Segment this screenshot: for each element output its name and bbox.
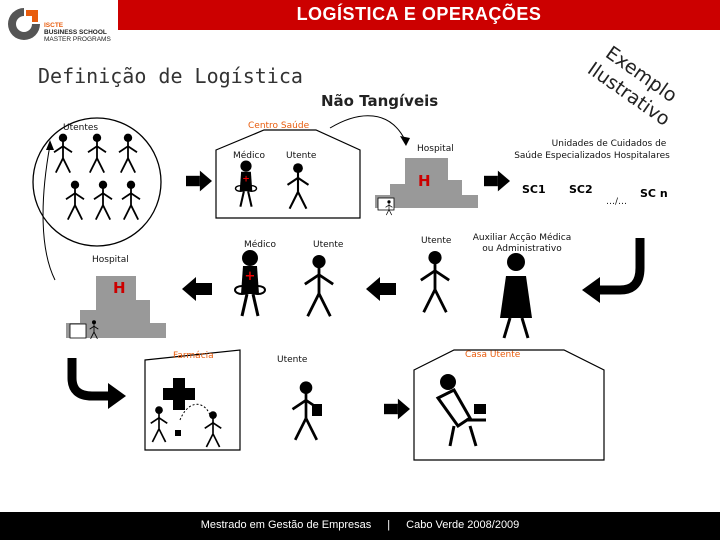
bent-arrow (67, 358, 108, 401)
hospital-building (375, 158, 478, 208)
hospital-h-sign: H (418, 172, 431, 190)
arrow-right-icon (384, 398, 410, 420)
patient-icon (93, 180, 113, 221)
footer-text: Mestrado em Gestão de Empresas | Cabo Verd… (0, 519, 720, 531)
patient-icon (87, 133, 107, 174)
logo-text: ISCTE BUSINESS SCHOOL MASTER PROGRAMS (44, 22, 111, 43)
arrow-left-icon (366, 277, 396, 301)
header-bar: LOGÍSTICA E OPERAÇÕES (118, 0, 720, 30)
auxiliary-staff-icon (500, 253, 532, 339)
patient-icon (286, 162, 310, 210)
label-patients: Utentes (63, 123, 99, 133)
label-sc-ellipsis: …/… (606, 197, 628, 207)
doctor-icon (234, 160, 258, 208)
label-auxiliary-2: ou Administrativo (482, 244, 562, 254)
patient-icon (303, 254, 335, 318)
label-patient: Utente (421, 236, 452, 246)
label-doctor: Médico (233, 151, 265, 161)
label-patient: Utente (277, 355, 308, 365)
footer-edition: Cabo Verde 2008/2009 (406, 519, 520, 531)
patient-icon (65, 180, 85, 221)
loop-arrow-left (42, 144, 56, 281)
footer-program: Mestrado em Gestão de Empresas (200, 519, 372, 531)
label-sc1: SC1 (522, 183, 546, 196)
arrow-left-icon (182, 277, 212, 301)
arrow-right-icon (484, 170, 510, 192)
label-specialized-units-1: Unidades de Cuidados de (551, 139, 667, 149)
section-subtitle: Não Tangíveis (321, 92, 439, 110)
label-patient: Utente (286, 151, 317, 161)
label-doctor: Médico (244, 240, 276, 250)
logo-mark-icon (8, 8, 40, 40)
label-hospital: Hospital (92, 255, 129, 265)
logo-line-3: MASTER PROGRAMS (44, 36, 111, 43)
label-auxiliary-1: Auxiliar Acção Médica (472, 233, 572, 243)
label-health-center: Centro Saúde (248, 121, 310, 131)
logo (4, 4, 116, 48)
health-center-building (215, 129, 361, 219)
header-title: LOGÍSTICA E OPERAÇÕES (296, 4, 542, 24)
logo-line-2: BUSINESS SCHOOL (44, 29, 107, 36)
patient-icon (53, 133, 73, 174)
patient-icon (121, 180, 141, 221)
doctor-icon (233, 250, 267, 318)
pharmacy-building (144, 349, 241, 451)
label-sc2: SC2 (569, 183, 593, 196)
patient-icon (419, 250, 451, 314)
patient-home-building (413, 349, 605, 461)
hospital-building (66, 276, 166, 338)
pharmacy-cross-icon (163, 378, 195, 410)
label-patient: Utente (313, 240, 344, 250)
page-title: Definição de Logística (38, 64, 303, 88)
footer-bar (0, 512, 720, 540)
patient-icon (149, 405, 169, 443)
resting-patient-icon (435, 374, 486, 447)
arrow-right-icon (186, 170, 212, 192)
label-scn: SC n (640, 187, 668, 200)
patient-icon (118, 133, 138, 174)
bent-arrow (600, 238, 645, 295)
patient-icon (203, 410, 223, 448)
hospital-h-sign: H (113, 279, 126, 297)
patients-circle (32, 117, 162, 247)
label-pharmacy: Farmácia (173, 351, 214, 361)
footer-divider: | (387, 519, 391, 531)
logo-line-1: ISCTE (44, 22, 64, 29)
label-specialized-units-2: Saúde Especializados Hospitalares (514, 151, 670, 161)
label-hospital: Hospital (417, 144, 454, 154)
curved-arrow (329, 115, 406, 141)
label-patient-home: Casa Utente (465, 350, 521, 360)
